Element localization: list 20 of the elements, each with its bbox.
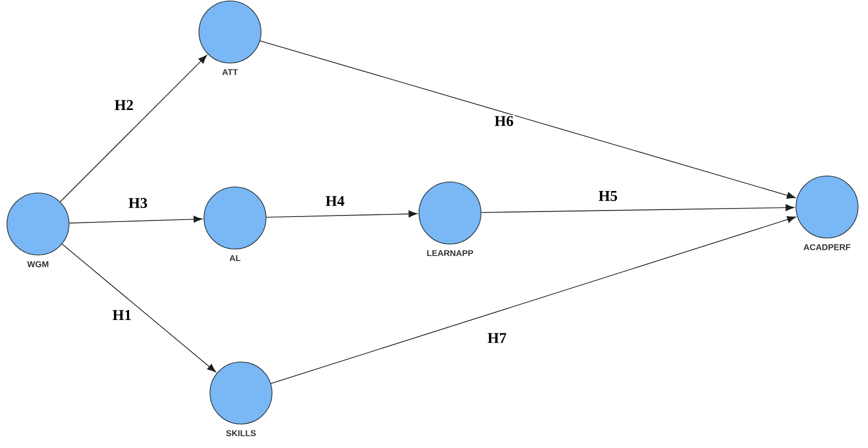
node-label: AL bbox=[230, 255, 240, 262]
node-label: ACADPERF bbox=[804, 244, 850, 250]
edge-label: H6 bbox=[493, 114, 515, 128]
arrow bbox=[481, 204, 794, 213]
arrow bbox=[60, 54, 208, 202]
node-label: SKILLS bbox=[226, 430, 256, 436]
arrow bbox=[270, 216, 796, 384]
node-label: ATT bbox=[222, 69, 238, 76]
node-label: LEARNAPP bbox=[427, 250, 474, 256]
arrow bbox=[62, 244, 216, 372]
arrow bbox=[260, 40, 796, 199]
edge-label: H2 bbox=[113, 99, 135, 111]
edge-label: H1 bbox=[111, 309, 133, 321]
edge-label: H3 bbox=[127, 196, 149, 210]
edge-label: H5 bbox=[597, 190, 619, 202]
node-label: WGM bbox=[27, 261, 48, 268]
edge-label: H7 bbox=[486, 332, 508, 344]
arrow bbox=[266, 210, 418, 218]
arrow bbox=[68, 216, 202, 224]
edge-label: H4 bbox=[324, 195, 346, 207]
